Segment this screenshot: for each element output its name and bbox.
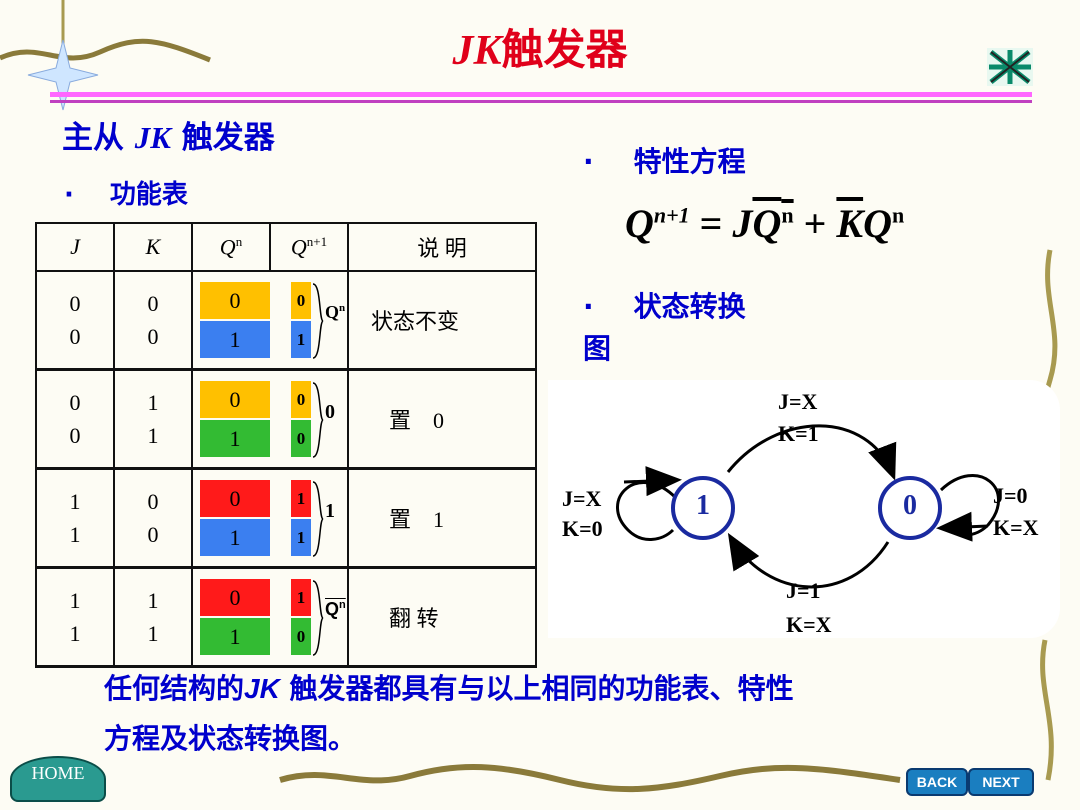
cell-description: 置 1 (347, 467, 537, 569)
cell-J: 0 0 (35, 270, 115, 371)
brace-icon (312, 283, 325, 359)
cell-K: 0 0 (113, 467, 193, 569)
table-row: 1 1 1 1 0 1 1 0 Qn 翻 转 (35, 566, 537, 668)
brace-result: Qn (325, 599, 346, 619)
cell-value: 1 (69, 489, 81, 514)
qn-box: 0 (200, 480, 270, 517)
cell-value: 1 (147, 423, 159, 448)
brace-result: 0 (325, 401, 335, 423)
cell-qn-qn1: 0 1 0 0 0 (191, 368, 349, 470)
cell-value: 0 (147, 522, 159, 547)
cell-value: 1 (69, 621, 81, 646)
cell-value: 1 (147, 588, 159, 613)
cell-K: 1 1 (113, 368, 193, 470)
bullet-state-diagram: ·状态转换 图 (583, 290, 746, 365)
state-0-label: 0 (903, 490, 917, 521)
self-loop-1 (616, 481, 678, 541)
header-description: 说 明 (347, 222, 537, 272)
qn-box: 1 (200, 519, 270, 556)
characteristic-equation: Qn+1 = JQn + KQn (625, 201, 905, 246)
arrow-1-to-0 (726, 424, 897, 481)
function-table: J K Qn Qn+1 说 明 0 0 0 0 0 1 0 1 Qn 状态不变 … (35, 222, 537, 668)
qn-box: 1 (200, 618, 270, 655)
cell-K: 1 1 (113, 566, 193, 668)
cell-value: 0 (147, 489, 159, 514)
cell-J: 0 0 (35, 368, 115, 470)
cell-qn-qn1: 0 1 0 1 Qn (191, 270, 349, 371)
cell-value: 1 (147, 390, 159, 415)
qn-box: 0 (200, 579, 270, 616)
qn1-value: 1 (291, 579, 311, 616)
section-heading: 主从 JK 触发器 (62, 120, 275, 156)
cell-description: 置 0 (347, 368, 537, 470)
bullet-function-table: ·功能表 (64, 180, 188, 210)
qn-box: 0 (200, 381, 270, 418)
cell-value: 0 (147, 324, 159, 349)
back-button[interactable]: BACK (906, 768, 968, 796)
diagram-panel (548, 380, 1060, 638)
qn1-value: 0 (291, 381, 311, 418)
table-row: 0 0 0 0 0 1 0 1 Qn 状态不变 (35, 270, 537, 371)
cell-description: 状态不变 (347, 270, 537, 371)
cell-value: 0 (69, 423, 81, 448)
cell-qn-qn1: 0 1 1 0 Qn (191, 566, 349, 668)
qn1-value: 0 (291, 618, 311, 655)
cell-value: 1 (69, 522, 81, 547)
title-underline (50, 92, 1032, 97)
table-row: 1 1 0 0 0 1 1 1 1 置 1 (35, 467, 537, 569)
brace-result: Qn (325, 302, 346, 322)
qn1-value: 0 (291, 420, 311, 457)
state-1-label: 1 (696, 490, 710, 521)
qn1-value: 1 (291, 321, 311, 358)
cell-value: 0 (69, 390, 81, 415)
header-j: J (35, 222, 115, 272)
cell-qn-qn1: 0 1 1 1 1 (191, 467, 349, 569)
qn1-value: 1 (291, 480, 311, 517)
arrow-0-to-1 (727, 532, 890, 589)
brace-icon (312, 382, 325, 458)
state-diagram (616, 424, 1000, 589)
home-button[interactable]: HOME (10, 756, 106, 802)
qn-box: 1 (200, 420, 270, 457)
cell-description: 翻 转 (347, 566, 537, 668)
header-qn: Qn (191, 222, 271, 272)
state-1-circle (671, 476, 735, 540)
cell-value: 1 (69, 588, 81, 613)
cell-value: 0 (147, 291, 159, 316)
qn1-value: 1 (291, 519, 311, 556)
cell-value: 0 (69, 324, 81, 349)
table-header-row: J K Qn Qn+1 说 明 (35, 222, 537, 272)
cell-K: 0 0 (113, 270, 193, 371)
cell-J: 1 1 (35, 566, 115, 668)
qn-box: 1 (200, 321, 270, 358)
brace-result: 1 (325, 500, 335, 522)
qn-box: 0 (200, 282, 270, 319)
state-0-circle (878, 476, 942, 540)
header-qn1: Qn+1 (269, 222, 349, 272)
table-row: 0 0 1 1 0 1 0 0 0 置 0 (35, 368, 537, 470)
bullet-characteristic-equation: ·特性方程 (583, 145, 746, 178)
cell-J: 1 1 (35, 467, 115, 569)
next-button[interactable]: NEXT (968, 768, 1034, 796)
conclusion-text: 任何结构的JK 触发器都具有与以上相同的功能表、特性 方程及状态转换图。 (104, 672, 794, 755)
qn1-value: 0 (291, 282, 311, 319)
cell-value: 0 (69, 291, 81, 316)
brace-icon (312, 580, 325, 656)
page-title: JK触发器 (452, 28, 628, 74)
title-underline-2 (50, 100, 1032, 103)
cell-value: 1 (147, 621, 159, 646)
header-k: K (113, 222, 193, 272)
brace-icon (312, 481, 325, 557)
